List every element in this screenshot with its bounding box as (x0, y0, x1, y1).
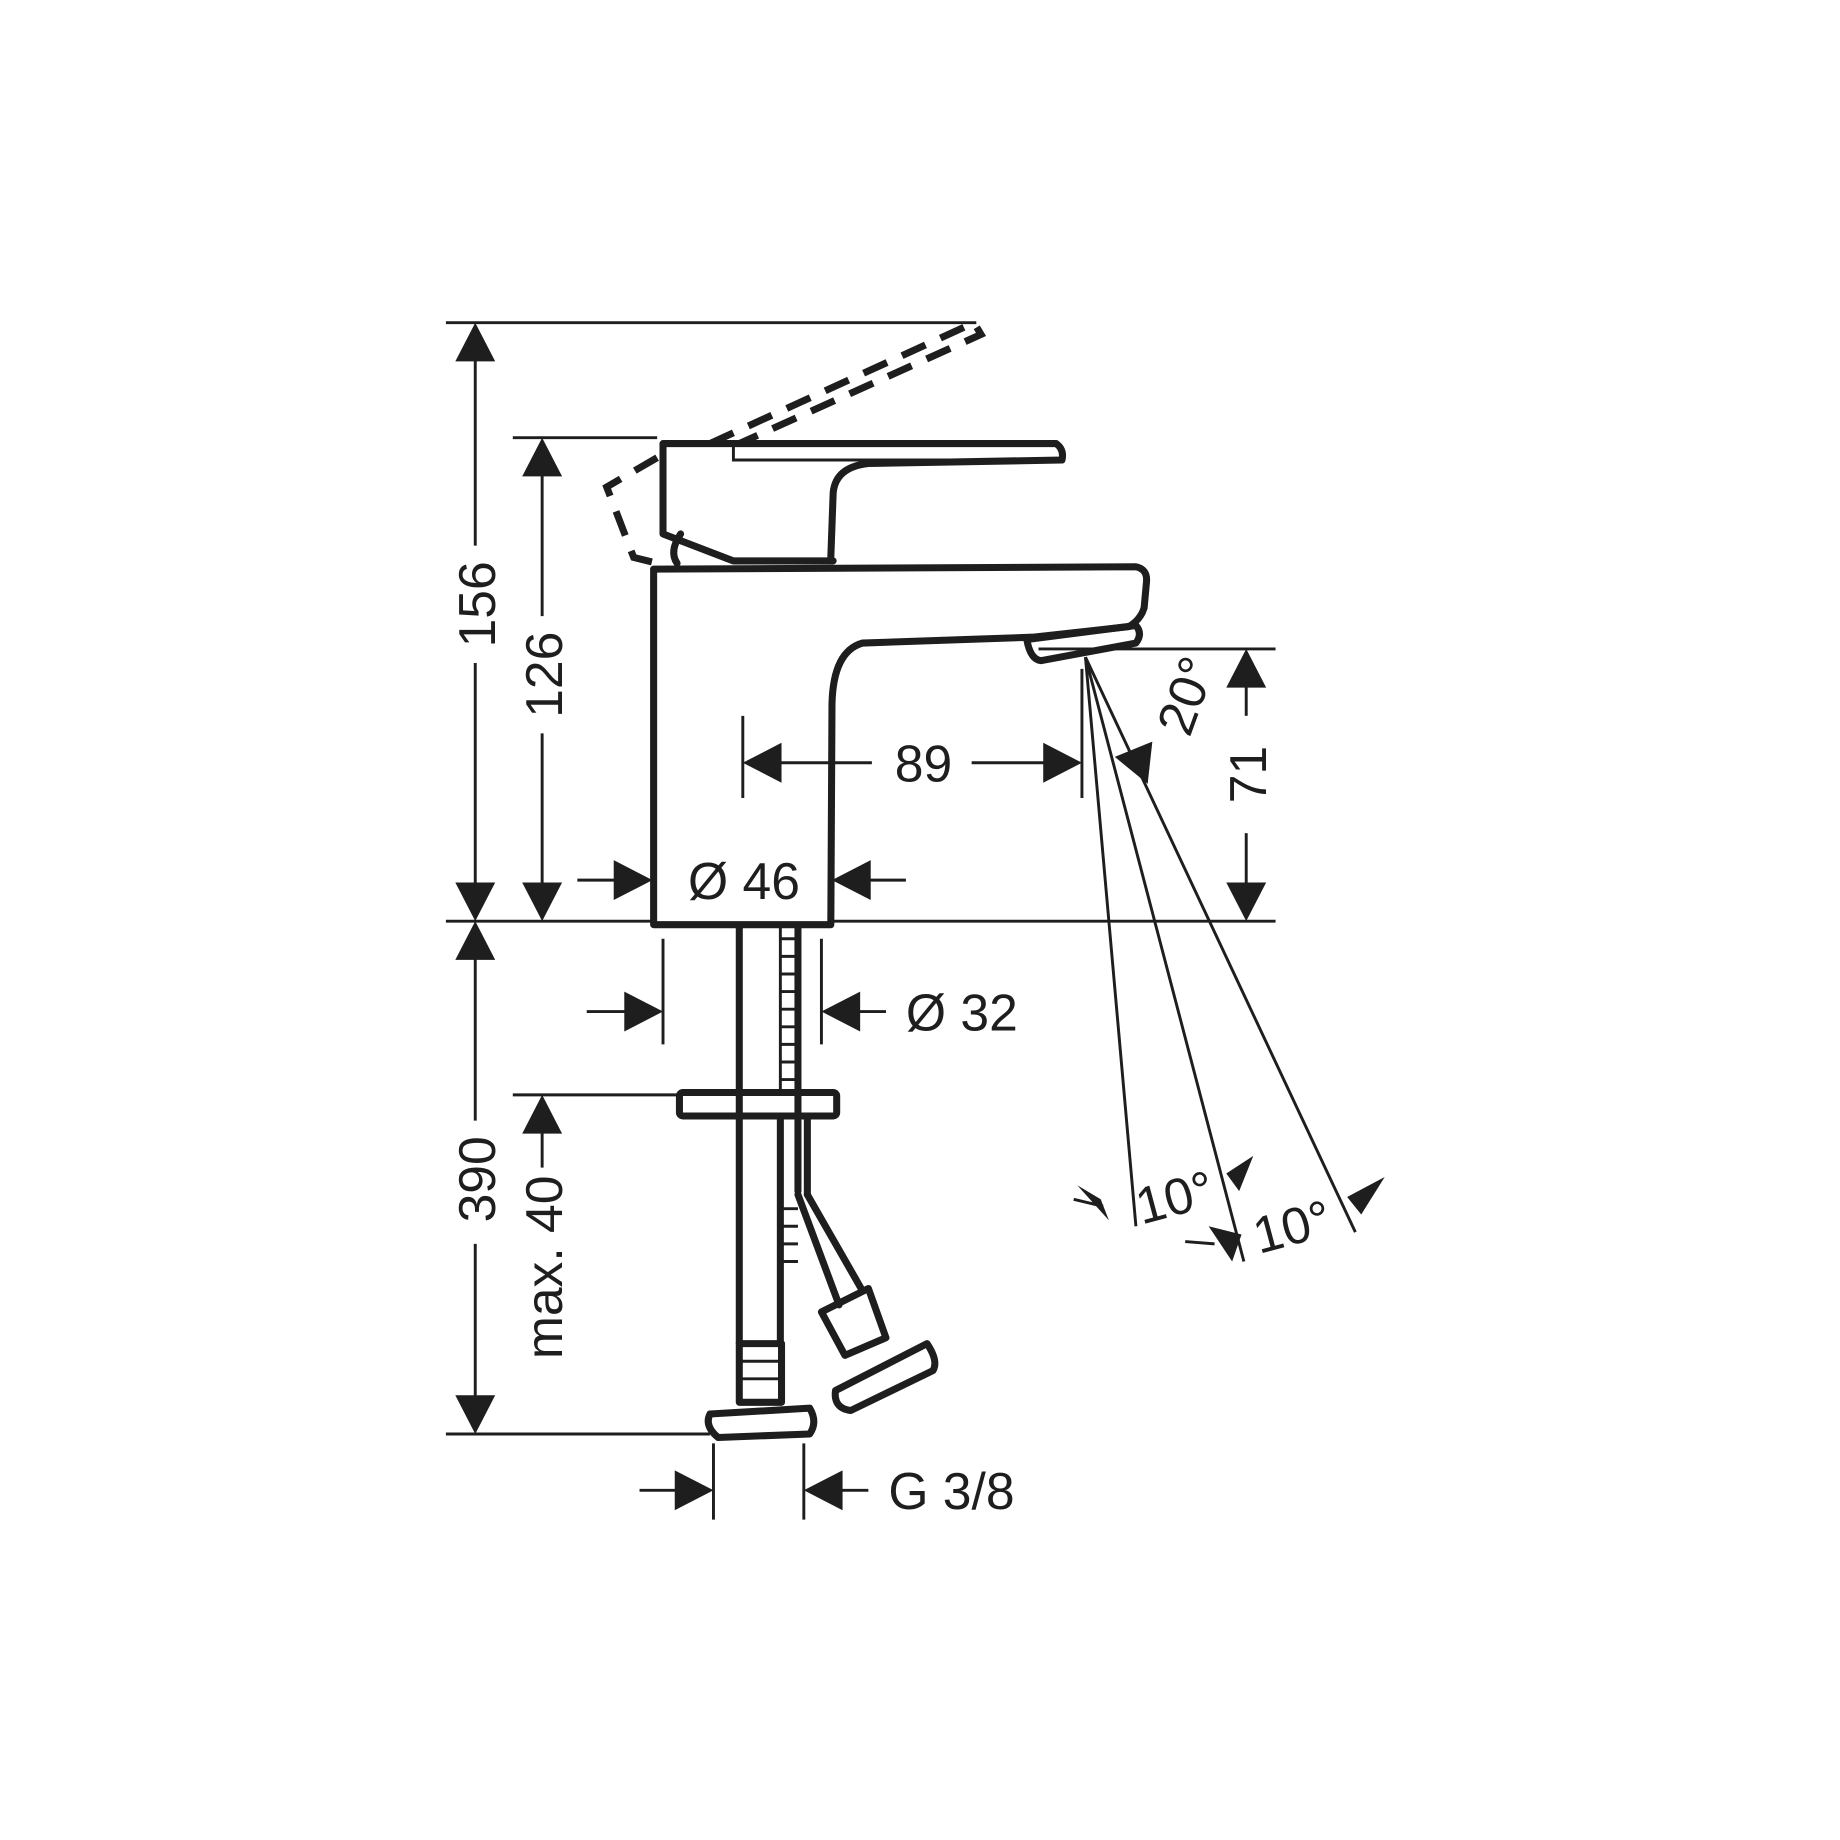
dimension-label-156: 156 (448, 561, 506, 647)
spray-angle-label-10-right: 10° (1247, 1188, 1337, 1264)
shank-and-hoses (675, 923, 939, 1442)
faucet-body (650, 563, 1151, 929)
dimension-diameter-32: Ø 32 (586, 983, 1018, 1041)
spray-angle-label-10-left: 10° (1129, 1159, 1219, 1235)
dimension-g-3-8: G 3/8 (639, 1462, 1015, 1520)
dimension-71: 71 (1219, 648, 1277, 922)
dimension-label-89: 89 (895, 735, 952, 793)
dimension-max-40: max. 40 (515, 1094, 573, 1360)
dimension-label-390: 390 (448, 1136, 506, 1222)
spray-angle-label-20: 20° (1145, 649, 1226, 742)
dimension-label-diameter-32: Ø 32 (906, 983, 1018, 1041)
extension-lines (445, 321, 1276, 1520)
dimension-390: 390 (448, 921, 506, 1434)
dimension-label-max-40: max. 40 (515, 1176, 573, 1360)
dimension-89: 89 (742, 735, 1082, 793)
dimension-126: 126 (515, 437, 573, 922)
dimension-label-71: 71 (1219, 746, 1277, 803)
dimension-label-g-3-8: G 3/8 (888, 1462, 1014, 1520)
spray-angle-lines: 20° 10° 10° (1073, 649, 1385, 1265)
dimension-156: 156 (448, 322, 506, 922)
dimension-diameter-46: Ø 46 (577, 852, 906, 910)
faucet-lever (659, 440, 1067, 567)
dimension-label-126: 126 (515, 632, 573, 718)
dimension-label-diameter-46: Ø 46 (688, 852, 800, 910)
lever-alternate-position (602, 318, 987, 567)
